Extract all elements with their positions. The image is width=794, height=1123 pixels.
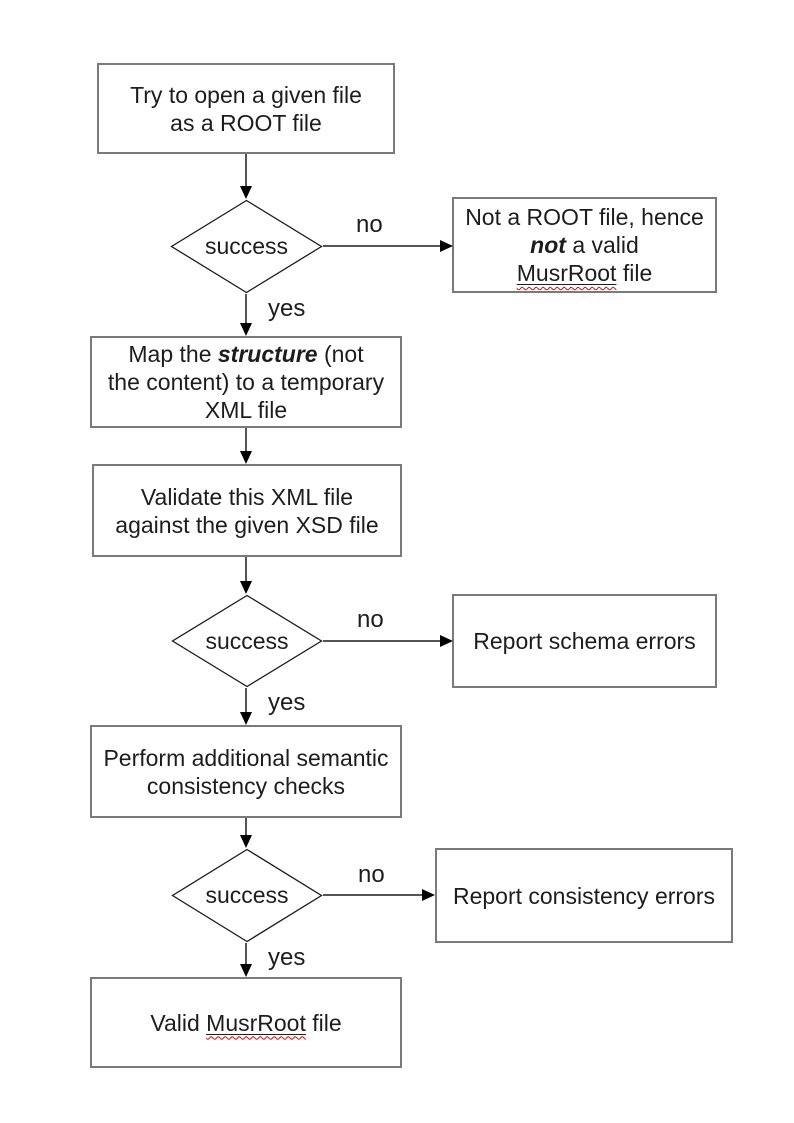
box-text-line: the content) to a temporary [107,369,385,395]
flowchart-decision-open-success: success [170,199,323,294]
flowchart-box-semantic-checks: Perform additional semantic consistency … [90,725,402,818]
edge-label-no-2: no [357,606,384,633]
edge-label-no-3: no [358,861,385,888]
box-text-line: Valid MusrRoot file [150,1009,342,1036]
decision-label: success [205,627,289,654]
arrowhead-down-icon [240,581,252,594]
connector-decision3-no [323,894,423,896]
box-text-line: MusrRoot file [516,260,653,286]
decision-label: success [204,233,289,259]
misspelled-word: MusrRoot [206,1009,306,1036]
box-text-line: not a valid [530,232,639,258]
arrowhead-down-icon [240,964,252,977]
connector-map-to-validate [245,428,247,452]
diamond-shape [171,848,323,943]
arrowhead-right-icon [422,889,435,901]
box-text-line: Try to open a given file [130,81,362,108]
arrowhead-down-icon [240,186,252,199]
decision-label: success [205,882,289,908]
flowchart-box-report-consistency-errors: Report consistency errors [435,848,733,943]
emphasized-word: structure [217,341,318,367]
connector-decision3-yes [245,943,247,965]
emphasized-word: not [530,232,566,258]
flowchart-box-report-schema-errors: Report schema errors [452,594,717,688]
flowchart-box-not-root-file: Not a ROOT file, hence not a valid MusrR… [452,197,717,293]
arrowhead-down-icon [240,451,252,464]
flowchart-decision-validate-success: success [171,594,323,688]
arrowhead-right-icon [440,240,453,252]
box-text-line: XML file [204,397,288,423]
flowchart-box-open-file: Try to open a given file as a ROOT file [97,63,395,154]
connector-decision1-yes [245,294,247,324]
diamond-shape [171,594,323,688]
flowchart-box-valid-musrroot-file: Valid MusrRoot file [90,977,402,1068]
arrowhead-right-icon [440,635,453,647]
misspelled-word: MusrRoot [516,260,617,286]
box-text-line: as a ROOT file [170,109,322,136]
connector-open-to-decision1 [245,154,247,187]
box-text-line: Not a ROOT file, hence [465,204,704,230]
flowchart-decision-semantic-success: success [171,848,323,943]
diamond-shape [170,199,323,294]
flowchart-box-validate-xml: Validate this XML file against the given… [92,464,402,557]
edge-label-yes-3: yes [268,944,306,971]
connector-validate-to-decision2 [245,557,247,582]
arrowhead-down-icon [240,835,252,848]
box-text-line: Validate this XML file [140,483,354,510]
box-text-line: Perform additional semantic [103,744,389,771]
arrowhead-down-icon [240,712,252,725]
edge-label-yes-2: yes [268,689,306,716]
edge-label-yes-1: yes [268,295,306,322]
box-text-line: consistency checks [146,772,346,799]
box-text-line: Report consistency errors [452,882,716,909]
connector-decision1-no [323,245,441,247]
box-text-line: Map the structure (not [128,341,364,367]
connector-decision2-no [323,640,440,642]
box-text-line: against the given XSD file [115,511,379,538]
flowchart-box-map-structure: Map the structure (not the content) to a… [90,336,402,428]
connector-decision2-yes [245,688,247,713]
connector-semantic-to-decision3 [245,818,247,836]
edge-label-no-1: no [356,211,383,238]
box-text-line: Report schema errors [473,628,696,654]
arrowhead-down-icon [240,323,252,336]
